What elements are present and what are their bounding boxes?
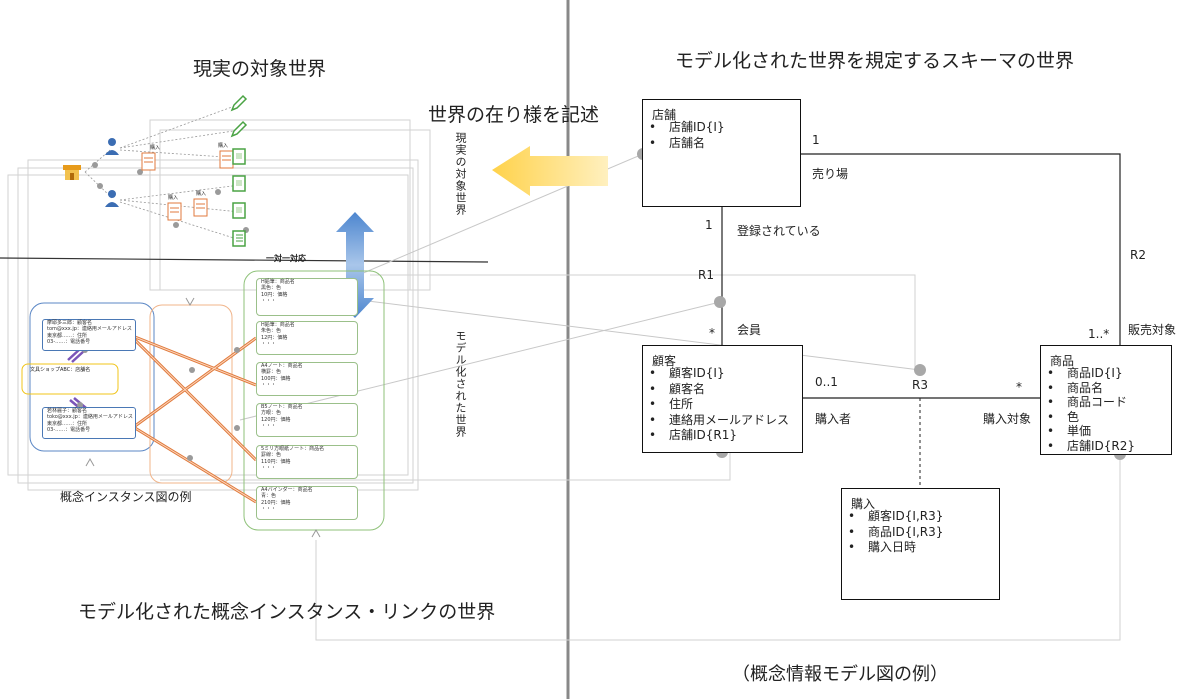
document-icon (166, 200, 184, 222)
vertical-real-world-label: 現実の対象世界 (454, 132, 467, 216)
product-attr: 店舗ID{R2} (1047, 439, 1135, 454)
store-instance-frame (21, 363, 119, 395)
r1-multiplicity-top: 1 (705, 218, 713, 232)
purchase-class-name: 購入 (851, 497, 876, 511)
member-links (67, 348, 87, 411)
purchase-label: 購入 (168, 195, 179, 201)
schema-caption: （概念情報モデル図の例） (732, 664, 948, 685)
pencil-icon (230, 94, 248, 112)
r3-multiplicity-right: * (1016, 380, 1022, 394)
customer-attr: 店舗ID{R1} (649, 428, 789, 444)
customer-attr: 顧客名 (649, 382, 789, 398)
product-attr: 商品名 (1047, 381, 1135, 396)
purchase-attr: 商品ID{I,R3} (848, 525, 943, 541)
real-world-links (84, 103, 241, 241)
purchase-label: 購入 (196, 191, 207, 197)
r2-multiplicity-bottom: 1..* (1088, 327, 1110, 341)
customer-group-frame (29, 302, 155, 452)
sales-floor-label: 売り場 (812, 167, 849, 181)
store-class: 店舗 店舗ID{I} 店舗名 (642, 99, 801, 207)
purchase-links (133, 335, 258, 504)
sales-target-label: 販売対象 (1128, 323, 1177, 337)
schema-world-title: モデル化された世界を規定するスキーマの世界 (675, 50, 1075, 72)
double-arrow-icon (336, 212, 374, 318)
left-arrow-icon (492, 146, 608, 196)
model-instance-world-title: モデル化された概念インスタンス・リンクの世界 (78, 601, 496, 623)
document-icon (140, 150, 158, 172)
one-to-one-label: 一対一対応 (266, 254, 306, 263)
r2-label: R2 (1130, 248, 1146, 262)
real-model-separator (0, 257, 489, 263)
real-world-title: 現実の対象世界 (193, 58, 327, 80)
customer-instance: 摩耶多三郎：顧客名 tom@xxx.jp：連絡用メールアドレス 東京都……：住所… (42, 319, 136, 351)
instance-diagram-caption: 概念インスタンス図の例 (60, 490, 192, 504)
r3-multiplicity-left: 0..1 (815, 375, 838, 389)
purchase-attr: 購入日時 (848, 540, 943, 556)
document-icon (192, 196, 210, 218)
purchase-label: 購入 (150, 145, 161, 151)
notebook-icon (231, 230, 247, 248)
link-group-frame (149, 304, 233, 484)
vertical-model-world-label: モデル化された世界 (454, 330, 467, 438)
product-attr: 商品コード (1047, 395, 1135, 410)
instance-arrow-marks (85, 297, 321, 538)
customer-attr: 顧客ID{I} (649, 366, 789, 382)
describe-world-label: 世界の在り様を記述 (428, 104, 600, 126)
purchase-attr: 顧客ID{I,R3} (848, 509, 943, 525)
purchase-class: 購入 顧客ID{I,R3} 商品ID{I,R3} 購入日時 (841, 488, 1000, 600)
store-instance: 文具ショップABC：店舗名 (30, 367, 91, 373)
store-attr: 店舗ID{I} (649, 120, 725, 136)
person-icon (104, 188, 120, 208)
product-class-name: 商品 (1050, 354, 1075, 368)
r1-multiplicity-bottom: * (709, 326, 715, 340)
store-class-name: 店舗 (652, 108, 677, 122)
notebook-icon (231, 175, 247, 193)
buyer-label: 購入者 (815, 412, 852, 426)
product-class: 商品 商品ID{I} 商品名 商品コード 色 単価 店舗ID{R2} (1040, 345, 1172, 455)
pencil-icon (230, 120, 248, 138)
r2-multiplicity-top: 1 (812, 133, 820, 147)
person-icon (104, 136, 120, 156)
member-label: 会員 (737, 323, 762, 337)
purchase-label: 購入 (218, 143, 229, 149)
registered-label: 登録されている (737, 224, 821, 238)
product-attr: 色 (1047, 410, 1135, 425)
shop-icon (62, 162, 82, 182)
r3-label: R3 (912, 378, 928, 392)
purchase-target-label: 購入対象 (983, 412, 1032, 426)
product-group-frame (243, 270, 385, 531)
notebook-icon (231, 148, 247, 166)
product-attr: 商品ID{I} (1047, 366, 1135, 381)
customer-class-name: 顧客 (652, 354, 677, 368)
customer-attr: 連絡用メールアドレス (649, 413, 789, 429)
customer-attr: 住所 (649, 397, 789, 413)
customer-instance: 若林麗子：顧客名 toko@xxx.jp：連絡用メールアドレス 東京都……：住所… (42, 407, 136, 439)
store-attr: 店舗名 (649, 136, 725, 152)
customer-class: 顧客 顧客ID{I} 顧客名 住所 連絡用メールアドレス 店舗ID{R1} (642, 345, 803, 453)
r1-label: R1 (698, 268, 714, 282)
notebook-icon (231, 202, 247, 220)
product-attr: 単価 (1047, 424, 1135, 439)
